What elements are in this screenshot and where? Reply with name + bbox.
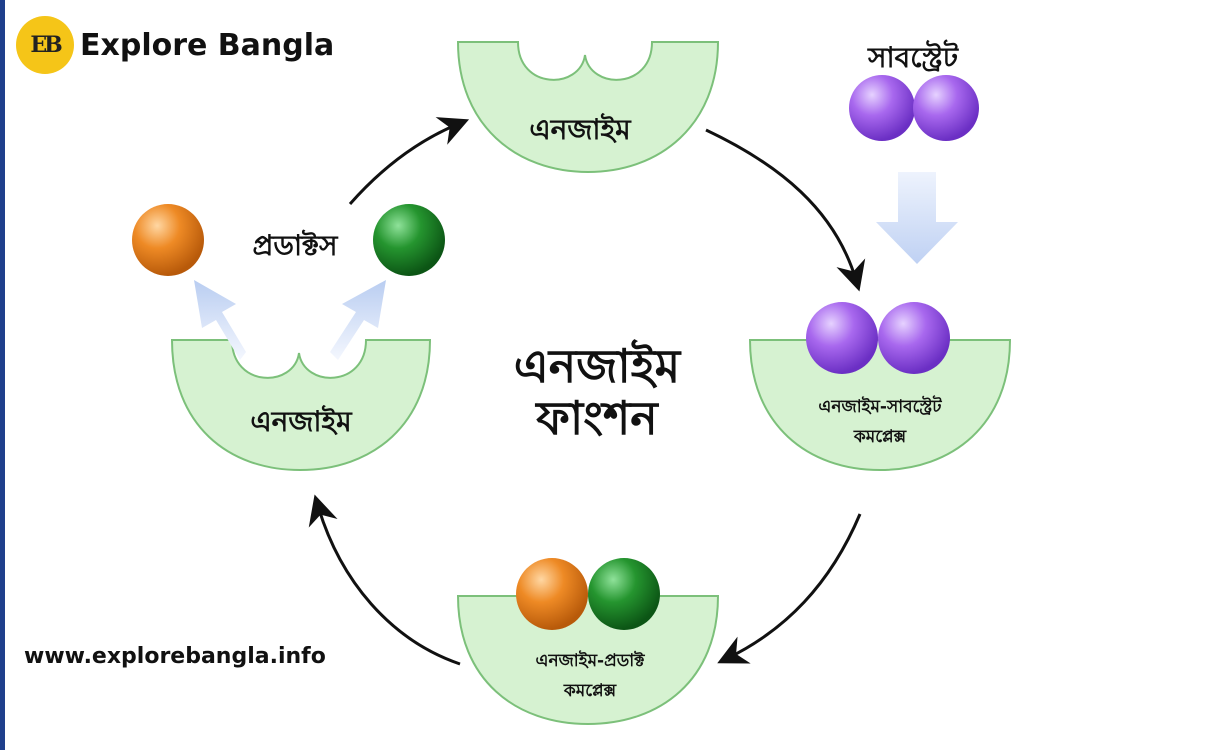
center-title-line1: এনজাইম: [513, 339, 681, 393]
label-es-line1: এনজাইম-সাবস্ট্রেট: [818, 397, 942, 417]
brand: EB Explore Bangla: [16, 16, 334, 74]
enzyme-substrate-shape: [748, 339, 1012, 472]
label-enzyme-substrate-complex: এনজাইম-সাবস্ট্রেট কমপ্লেক্স: [770, 392, 990, 452]
label-ep-line2: কমপ্লেক্স: [563, 681, 617, 701]
label-substrate: সাবস্ট্রেট: [868, 41, 958, 74]
enzyme-top-shape: [456, 41, 720, 174]
release-arrow-right-icon: [330, 280, 386, 360]
label-ep-line1: এনজাইম-প্রডাক্ট: [535, 651, 645, 671]
bound-product-green: [588, 558, 660, 630]
substrate-ball-right: [913, 75, 979, 141]
substrate-ball-left: [849, 75, 915, 141]
binding-arrow-icon: [876, 172, 958, 264]
bound-product-orange: [516, 558, 588, 630]
brand-name: Explore Bangla: [80, 27, 335, 63]
website-link[interactable]: www.explorebangla.info: [24, 644, 326, 669]
enzyme-product-shape: [456, 595, 720, 726]
cycle-arrow-bottom-left: [308, 494, 461, 666]
center-title-line2: ফাংশন: [536, 391, 658, 445]
label-enzyme-product-complex: এনজাইম-প্রডাক্ট কমপ্লেক্স: [480, 646, 700, 706]
release-arrow-left-icon: [194, 280, 246, 360]
brand-logo: EB: [16, 16, 74, 74]
bound-substrate-left: [806, 302, 878, 374]
center-title: এনজাইম ফাংশন: [462, 340, 732, 444]
brand-logo-letters: EB: [30, 32, 62, 58]
label-enzyme-left: এনজাইম: [250, 405, 352, 438]
label-enzyme-top: এনজাইম: [529, 113, 631, 146]
product-orange: [132, 204, 204, 276]
left-accent-bar: [0, 0, 5, 750]
cycle-arrow-top-right: [705, 128, 866, 292]
enzyme-left-shape: [170, 339, 432, 472]
product-green: [373, 204, 445, 276]
label-products: প্রডাক্টস: [252, 229, 338, 262]
cycle-arrow-top-left: [348, 117, 470, 205]
bound-substrate-right: [878, 302, 950, 374]
cycle-arrow-bottom-right: [717, 513, 862, 664]
label-es-line2: কমপ্লেক্স: [853, 427, 907, 447]
